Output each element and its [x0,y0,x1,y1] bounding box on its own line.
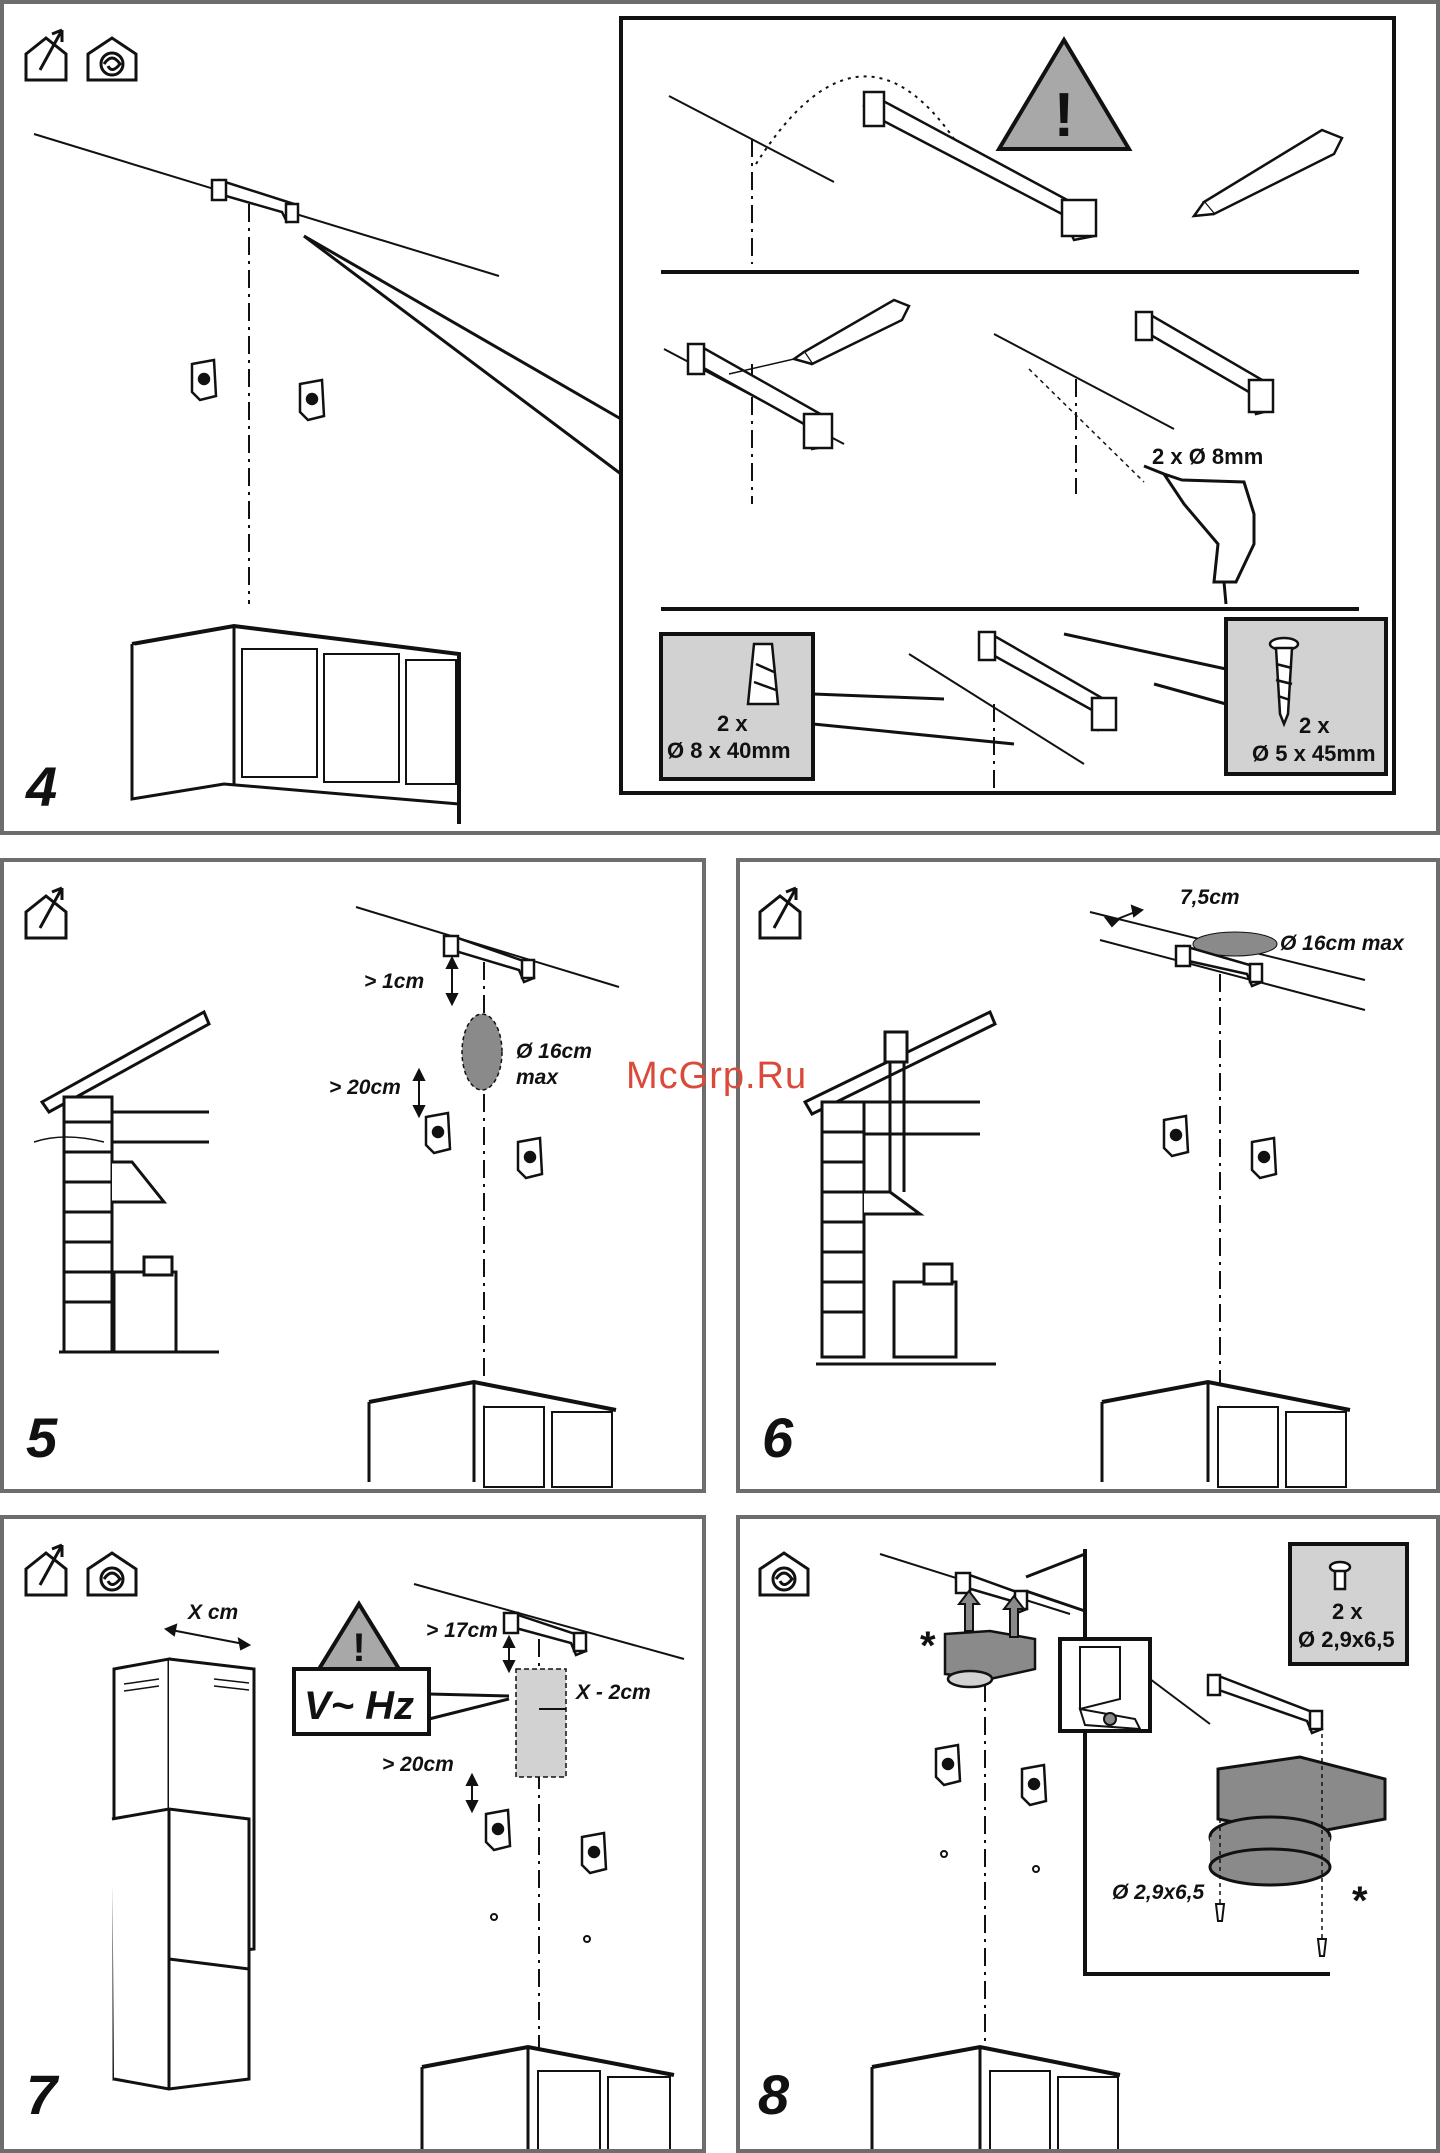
step-number: 6 [762,1410,793,1466]
chimney-width-label: X cm [187,1601,238,1624]
panel-7: ! X cm > 17 [0,1515,706,2153]
panel-6-labels: 7,5cm Ø 16cm max [740,862,1436,1489]
hole-size-label: Ø 16cm [516,1040,592,1063]
panel-8: * [736,1515,1440,2153]
socket-offset-label: X - 2cm [575,1681,651,1704]
gap-top-label: > 1cm [364,970,424,993]
screw-size-label: Ø 5 x 45mm [1252,741,1376,766]
panel-7-labels: X cm > 17cm X - 2cm > 20cm V~ Hz [4,1519,702,2149]
screw-count-label: 2 x [1332,1599,1363,1624]
hole-size-label: Ø 16cm max [1280,932,1405,955]
step-number: 7 [26,2067,57,2123]
gap-top-label: > 17cm [426,1619,498,1642]
step-number: 4 [26,759,57,815]
screw-size-label: Ø 2,9x6,5 [1298,1627,1395,1652]
drill-size-label: 2 x Ø 8mm [1152,444,1263,469]
plug-count-label: 2 x [717,711,748,736]
panel-4: ! [0,0,1440,835]
gap-bottom-label: > 20cm [382,1753,454,1776]
panel-8-labels: 2 x Ø 2,9x6,5 Ø 2,9x6,5 [740,1519,1436,2149]
plug-size-label: Ø 8 x 40mm [667,738,791,763]
hole-max-label: max [516,1066,559,1089]
detail-screw-label: Ø 2,9x6,5 [1112,1881,1205,1904]
panel-6: 7,5cm Ø 16cm max 6 [736,858,1440,1493]
step-number: 5 [26,1410,57,1466]
voltage-label: V~ Hz [304,1684,414,1728]
screw-count-label: 2 x [1299,713,1330,738]
gap-bottom-label: > 20cm [329,1076,401,1099]
watermark: McGrp.Ru [626,1055,807,1098]
panel-5-labels: > 1cm Ø 16cm max > 20cm [4,862,702,1489]
panel-4-labels: 2 x Ø 8mm 2 x Ø 8 x 40mm 2 x Ø 5 x 45mm [4,4,1436,831]
panel-5: > 1cm Ø 16cm max > 20cm 5 [0,858,706,1493]
step-number: 8 [758,2067,789,2123]
offset-label: 7,5cm [1180,886,1240,909]
